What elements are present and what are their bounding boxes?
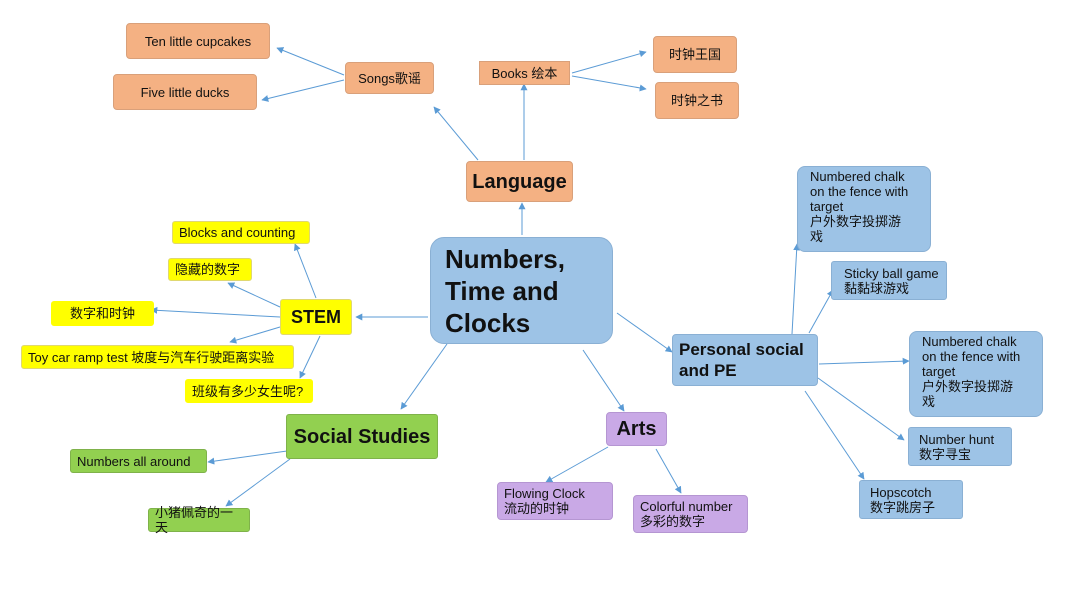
language-label: Language [472,170,567,193]
social-studies-item-label: 小猪佩奇的一天 [155,505,234,535]
arrow-pe-to-number-hunt [817,377,905,441]
stem-item[interactable]: 班级有多少女生呢? [185,379,313,403]
arrow-books-to-clock-book [571,75,647,92]
book-item[interactable]: 时钟王国 [653,36,737,73]
arrow-pe-to-hopscotch [804,390,865,480]
stem-item-label: Toy car ramp test 坡度与汽车行驶距离实验 [28,349,275,365]
personal-social-pe-label: Personal social and PE [679,340,804,380]
song-item-label: Five little ducks [140,84,230,100]
books-node[interactable]: Books 绘本 [479,61,570,85]
arrow-stem-to-toy-car-ramp [229,326,281,344]
arrow-arts-to-colorful-number [655,448,682,494]
book-item-label: 时钟王国 [668,47,721,62]
social-studies-label: Social Studies [293,425,431,448]
arrow-stem-to-girls-count [299,335,321,379]
song-item-label: Ten little cupcakes [144,33,252,49]
pe-item-label: Numbered chalk on the fence with target … [922,334,1021,409]
arts-item[interactable]: Colorful number 多彩的数字 [633,495,748,533]
pe-item[interactable]: Hopscotch 数字跳房子 [859,480,963,519]
arrow-songs-to-ten-little-cupcakes [276,47,345,76]
root-node[interactable]: Numbers, Time and Clocks [430,237,613,344]
arts-item[interactable]: Flowing Clock 流动的时钟 [497,482,613,520]
arrow-root-to-social-studies [400,343,448,410]
arrow-root-to-arts [582,349,625,412]
pe-item[interactable]: Number hunt 数字寻宝 [908,427,1012,466]
stem-item-label: 数字和时钟 [69,306,135,321]
pe-item-label: Sticky ball game 黏黏球游戏 [844,265,939,296]
pe-item-label: Number hunt 数字寻宝 [919,431,995,462]
songs-label: Songs歌谣 [358,70,421,86]
stem-item-label: Blocks and counting [179,225,296,240]
language-node[interactable]: Language [466,161,573,202]
social-studies-item-label: Numbers all around [77,453,191,469]
pe-item-label: Numbered chalk on the fence with target … [810,169,909,244]
arrow-social-studies-to-numbers-around [207,450,288,465]
pe-item-label: Hopscotch 数字跳房子 [870,484,936,515]
arrow-pe-to-chalk-right [818,357,910,365]
social-studies-node[interactable]: Social Studies [286,414,438,459]
social-studies-item[interactable]: Numbers all around [70,449,207,473]
songs-node[interactable]: Songs歌谣 [345,62,434,94]
books-label: Books 绘本 [491,65,558,81]
stem-item-label: 班级有多少女生呢? [192,383,304,399]
book-item-label: 时钟之书 [670,93,723,108]
arrow-pe-to-sticky-ball [808,289,834,334]
arrow-stem-to-blocks [294,243,317,299]
pe-item[interactable]: Sticky ball game 黏黏球游戏 [831,261,947,300]
arrow-songs-to-five-little-ducks [261,79,345,102]
song-item[interactable]: Ten little cupcakes [126,23,270,59]
arrow-language-to-songs [433,106,479,161]
root-label: Numbers, Time and Clocks [445,243,565,338]
pe-item[interactable]: Numbered chalk on the fence with target … [909,331,1043,417]
stem-item[interactable]: 数字和时钟 [51,301,154,326]
arrow-pe-to-chalk-top [791,243,801,335]
arrow-stem-to-numbers-and-clocks [150,306,281,318]
social-studies-item[interactable]: 小猪佩奇的一天 [148,505,250,535]
arrow-books-to-clock-kingdom [571,50,647,74]
book-item[interactable]: 时钟之书 [655,82,739,119]
arrow-root-to-personal-social-pe [616,312,673,353]
song-item[interactable]: Five little ducks [113,74,257,110]
stem-item[interactable]: 隐藏的数字 [168,258,252,281]
stem-label: STEM [290,307,341,327]
arrow-social-studies-to-peppa-day [225,458,291,507]
arrow-arts-to-flowing-clock [545,446,609,483]
arts-item-label: Colorful number 多彩的数字 [640,499,733,529]
stem-node[interactable]: STEM [280,299,352,335]
stem-item[interactable]: Blocks and counting [172,221,310,244]
arts-item-label: Flowing Clock 流动的时钟 [504,486,585,516]
pe-item[interactable]: Numbered chalk on the fence with target … [797,166,931,252]
arts-node[interactable]: Arts [606,412,667,446]
stem-item[interactable]: Toy car ramp test 坡度与汽车行驶距离实验 [21,345,294,369]
arts-label: Arts [616,418,657,440]
personal-social-pe-node[interactable]: Personal social and PE [672,334,818,386]
stem-item-label: 隐藏的数字 [175,262,241,277]
arrow-stem-to-hidden-numbers [227,282,281,308]
